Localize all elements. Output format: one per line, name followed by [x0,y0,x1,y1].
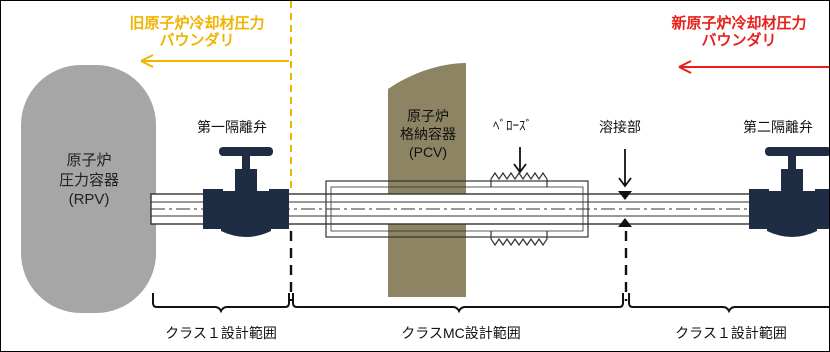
valve2-label: 第二隔離弁 [743,119,813,135]
old-boundary-label: 旧原子炉冷却材圧力 バウンダリ [109,15,285,50]
rpv-vessel [21,65,156,313]
new-boundary-label: 新原子炉冷却材圧力 バウンダリ [649,15,829,50]
new-boundary-line1: 新原子炉冷却材圧力 [671,15,807,32]
pcv-wall [388,63,466,297]
weld-mark-bottom [618,218,632,227]
range-label-left: クラス１設計範囲 [165,325,277,341]
weld-label: 溶接部 [599,119,641,135]
pcv-label-line2: 格納容器 [400,126,456,143]
pcv-label-line3: (PCV) [408,144,448,161]
brace-left [152,293,290,314]
rpv-label: 原子炉 圧力容器 (RPV) [25,151,153,210]
new-boundary-line2: バウンダリ [701,32,777,50]
bellows-top [490,171,548,187]
bellows-bottom [490,231,548,247]
valve1-label: 第一隔離弁 [197,119,267,135]
old-boundary-line1: 旧原子炉冷却材圧力 [129,15,265,32]
bellows-label: ﾍﾞﾛｰｽﾞ [493,118,532,133]
brace-right [628,293,829,314]
range-label-middle: クラスMC設計範囲 [401,325,521,341]
pcv-label: 原子炉 格納容器 (PCV) [389,107,467,162]
rpv-label-line2: 圧力容器 [58,171,119,189]
old-boundary-line2: バウンダリ [159,32,235,50]
range-label-right: クラス１設計範囲 [675,325,787,341]
rpv-label-line3: (RPV) [68,191,110,208]
pcv-label-line1: 原子炉 [407,108,449,124]
weld-mark-top [618,191,632,200]
rpv-label-line1: 原子炉 [66,152,112,169]
brace-middle [292,293,624,314]
valve1-body [203,147,289,237]
valve2-body [749,147,829,237]
